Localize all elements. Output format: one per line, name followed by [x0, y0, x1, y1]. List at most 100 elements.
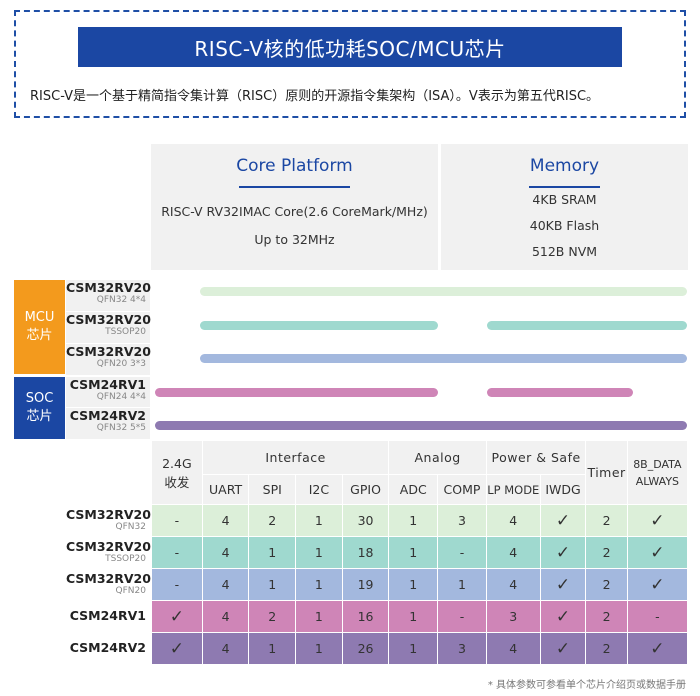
chip-bar-csm32rv20-qfn20 — [200, 354, 687, 363]
table-cell: ✓ — [626, 504, 689, 537]
chip-bar-csm32rv20-tssop20-mem — [487, 321, 687, 330]
row-chip-package: QFN20 — [115, 586, 146, 596]
sub-header: UART — [201, 474, 250, 505]
chip-name: CSM32RV20 — [66, 344, 151, 359]
analog-header: Analog — [388, 440, 487, 475]
table-cell: 1 — [388, 504, 439, 537]
memory-panel: Memory 4KB SRAM 40KB Flash 512B NVM — [441, 144, 688, 270]
table-cell: ✓ — [151, 600, 203, 633]
table-cell: 2 — [585, 504, 628, 537]
table-sub-header-row: UART SPI I2C GPIO ADC COMP LP MODE IWDG — [152, 474, 688, 505]
memory-line: 512B NVM — [531, 244, 598, 259]
table-cell: 1 — [295, 600, 343, 633]
table-cell: 1 — [388, 536, 439, 569]
chip-package: QFN32 5*5 — [96, 423, 146, 433]
timer-header: Timer — [585, 440, 628, 505]
table-cell: ✓ — [539, 504, 587, 537]
rf-header: 2.4G 收发 — [151, 440, 203, 505]
chip-label: CSM24RV1 QFN24 4*4 — [66, 377, 150, 407]
sub-header: COMP — [437, 474, 487, 505]
table-cell: 4 — [201, 632, 250, 665]
core-platform-line: RISC-V RV32IMAC Core(2.6 CoreMark/MHz) — [161, 204, 428, 219]
table-cell: 1 — [248, 632, 297, 665]
intro-description: RISC-V是一个基于精简指令集计算（RISC）原则的开源指令集架构（ISA）。… — [30, 89, 600, 104]
table-cell: - — [437, 600, 487, 633]
chip-package: QFN32 4*4 — [96, 295, 146, 305]
sub-header: IWDG — [539, 474, 587, 505]
table-cell: 1 — [248, 536, 297, 569]
mcu-category-label: 芯片 — [26, 328, 53, 343]
spec-table: 2.4G 收发 Interface Analog Power & Safe Ti… — [151, 440, 689, 665]
chip-bar-csm32rv20-tssop20-core — [200, 321, 438, 330]
chip-label: CSM32RV20 QFN20 3*3 — [66, 344, 151, 375]
chip-package: TSSOP20 — [105, 327, 146, 337]
table-cell: 1 — [295, 536, 343, 569]
table-row-label: CSM24RV1 — [66, 608, 150, 623]
core-platform-underline — [239, 186, 350, 188]
chip-bar-csm32rv20-qfn32 — [200, 287, 687, 296]
row-chip-package: QFN32 — [115, 522, 146, 532]
chip-name: CSM32RV20 — [66, 312, 151, 327]
sub-header: SPI — [248, 474, 297, 505]
table-cell: 1 — [388, 568, 439, 601]
sub-header: I2C — [295, 474, 343, 505]
row-chip-name: CSM24RV1 — [69, 608, 146, 623]
table-cell: 4 — [485, 632, 541, 665]
soc-category: SOC 芯片 — [14, 377, 65, 439]
interface-header: Interface — [201, 440, 390, 475]
core-platform-title: Core Platform — [236, 156, 353, 176]
page-title: RISC-V核的低功耗SOC/MCU芯片 — [78, 27, 622, 67]
sub-header: LP MODE — [485, 474, 541, 505]
chip-name: CSM24RV1 — [69, 377, 146, 392]
table-cell: 1 — [295, 568, 343, 601]
table-cell: ✓ — [626, 632, 689, 665]
power-safe-header: Power & Safe — [485, 440, 587, 475]
table-cell: 16 — [341, 600, 390, 633]
table-cell: 1 — [388, 632, 439, 665]
table-cell: 4 — [201, 568, 250, 601]
table-cell: 2 — [585, 568, 628, 601]
table-cell: 2 — [585, 632, 628, 665]
table-cell: ✓ — [539, 600, 587, 633]
table-cell: ✓ — [539, 536, 587, 569]
table-cell: 4 — [485, 536, 541, 569]
table-cell: ✓ — [626, 536, 689, 569]
table-cell: - — [151, 504, 203, 537]
core-platform-panel: Core Platform RISC-V RV32IMAC Core(2.6 C… — [151, 144, 438, 270]
chip-label: CSM32RV20 TSSOP20 — [66, 312, 151, 343]
sub-header: GPIO — [341, 474, 390, 505]
table-cell: 2 — [248, 504, 297, 537]
sub-header: ADC — [388, 474, 439, 505]
table-cell: 3 — [437, 632, 487, 665]
table-cell: 4 — [485, 568, 541, 601]
chip-package: QFN20 3*3 — [96, 359, 146, 369]
chip-name: CSM24RV2 — [69, 408, 146, 423]
memory-line: 40KB Flash — [529, 218, 600, 233]
mcu-category: MCU 芯片 — [14, 280, 65, 374]
table-cell: 1 — [295, 504, 343, 537]
row-chip-name: CSM24RV2 — [69, 640, 146, 655]
table-cell: 4 — [201, 536, 250, 569]
table-cell: 4 — [485, 504, 541, 537]
table-cell: 3 — [437, 504, 487, 537]
row-chip-name: CSM32RV20 — [66, 571, 151, 586]
table-cell: 4 — [201, 600, 250, 633]
table-cell: 30 — [341, 504, 390, 537]
table-cell: 18 — [341, 536, 390, 569]
row-chip-name: CSM32RV20 — [66, 539, 151, 554]
table-row-label: CSM24RV2 — [66, 640, 150, 655]
table-cell: ✓ — [539, 568, 587, 601]
chip-bar-csm24rv2 — [155, 421, 687, 430]
table-cell: 19 — [341, 568, 390, 601]
table-cell: - — [626, 600, 689, 633]
memory-title: Memory — [529, 156, 600, 176]
rf-header-label: 2.4G 收发 — [162, 455, 192, 490]
table-cell: ✓ — [151, 632, 203, 665]
table-cell: 2 — [585, 600, 628, 633]
